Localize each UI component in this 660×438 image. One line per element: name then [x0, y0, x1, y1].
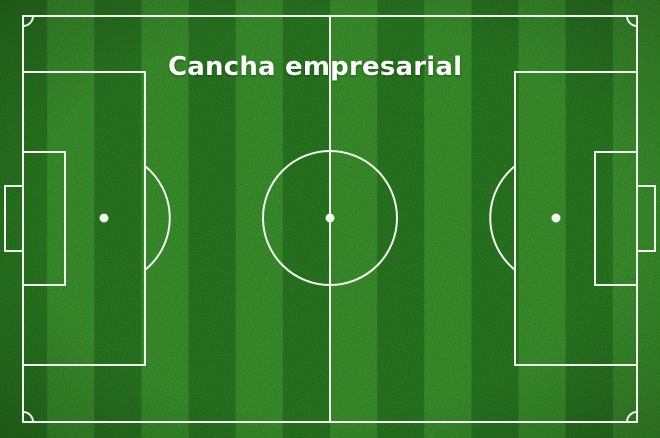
pitch-markings — [4, 15, 656, 423]
center-spot — [325, 213, 335, 223]
right-penalty-arc — [489, 165, 516, 271]
left-goal — [4, 185, 24, 252]
left-penalty-spot — [99, 213, 109, 223]
pitch-title: Cancha empresarial — [168, 52, 463, 82]
center-circle — [262, 150, 398, 286]
right-goal — [636, 185, 656, 252]
left-penalty-arc — [144, 165, 171, 271]
right-penalty-spot — [551, 213, 561, 223]
corner-arc-top-right — [626, 15, 638, 27]
corner-arc-top-left — [22, 15, 34, 27]
corner-arc-bottom-left — [22, 411, 34, 423]
corner-arc-bottom-right — [626, 411, 638, 423]
